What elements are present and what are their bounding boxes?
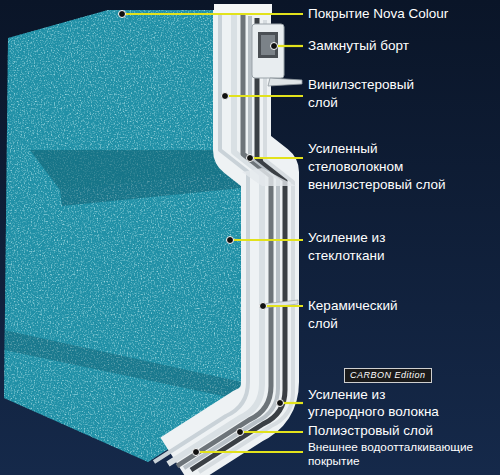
layer-label: Внешнее водоотталкивающие покрытие (308, 440, 498, 467)
coating-label: Покрытие Nova Colour (308, 5, 493, 22)
brand-badge: CARBON Edition (344, 368, 432, 383)
layer-label: Усиление из углеродного волокна (308, 386, 458, 420)
layer-label: Винилэстеровый слой (308, 76, 426, 112)
layer-label: Усиленный стеловолокном венилэстеровый с… (308, 140, 458, 194)
rim-label: Замкнутый борт (308, 37, 493, 54)
layer-label: Керамический слой (308, 297, 408, 333)
layer-label: Полиэстровый слой (308, 423, 493, 439)
layer-label: Усиление из стеклоткани (308, 229, 408, 265)
